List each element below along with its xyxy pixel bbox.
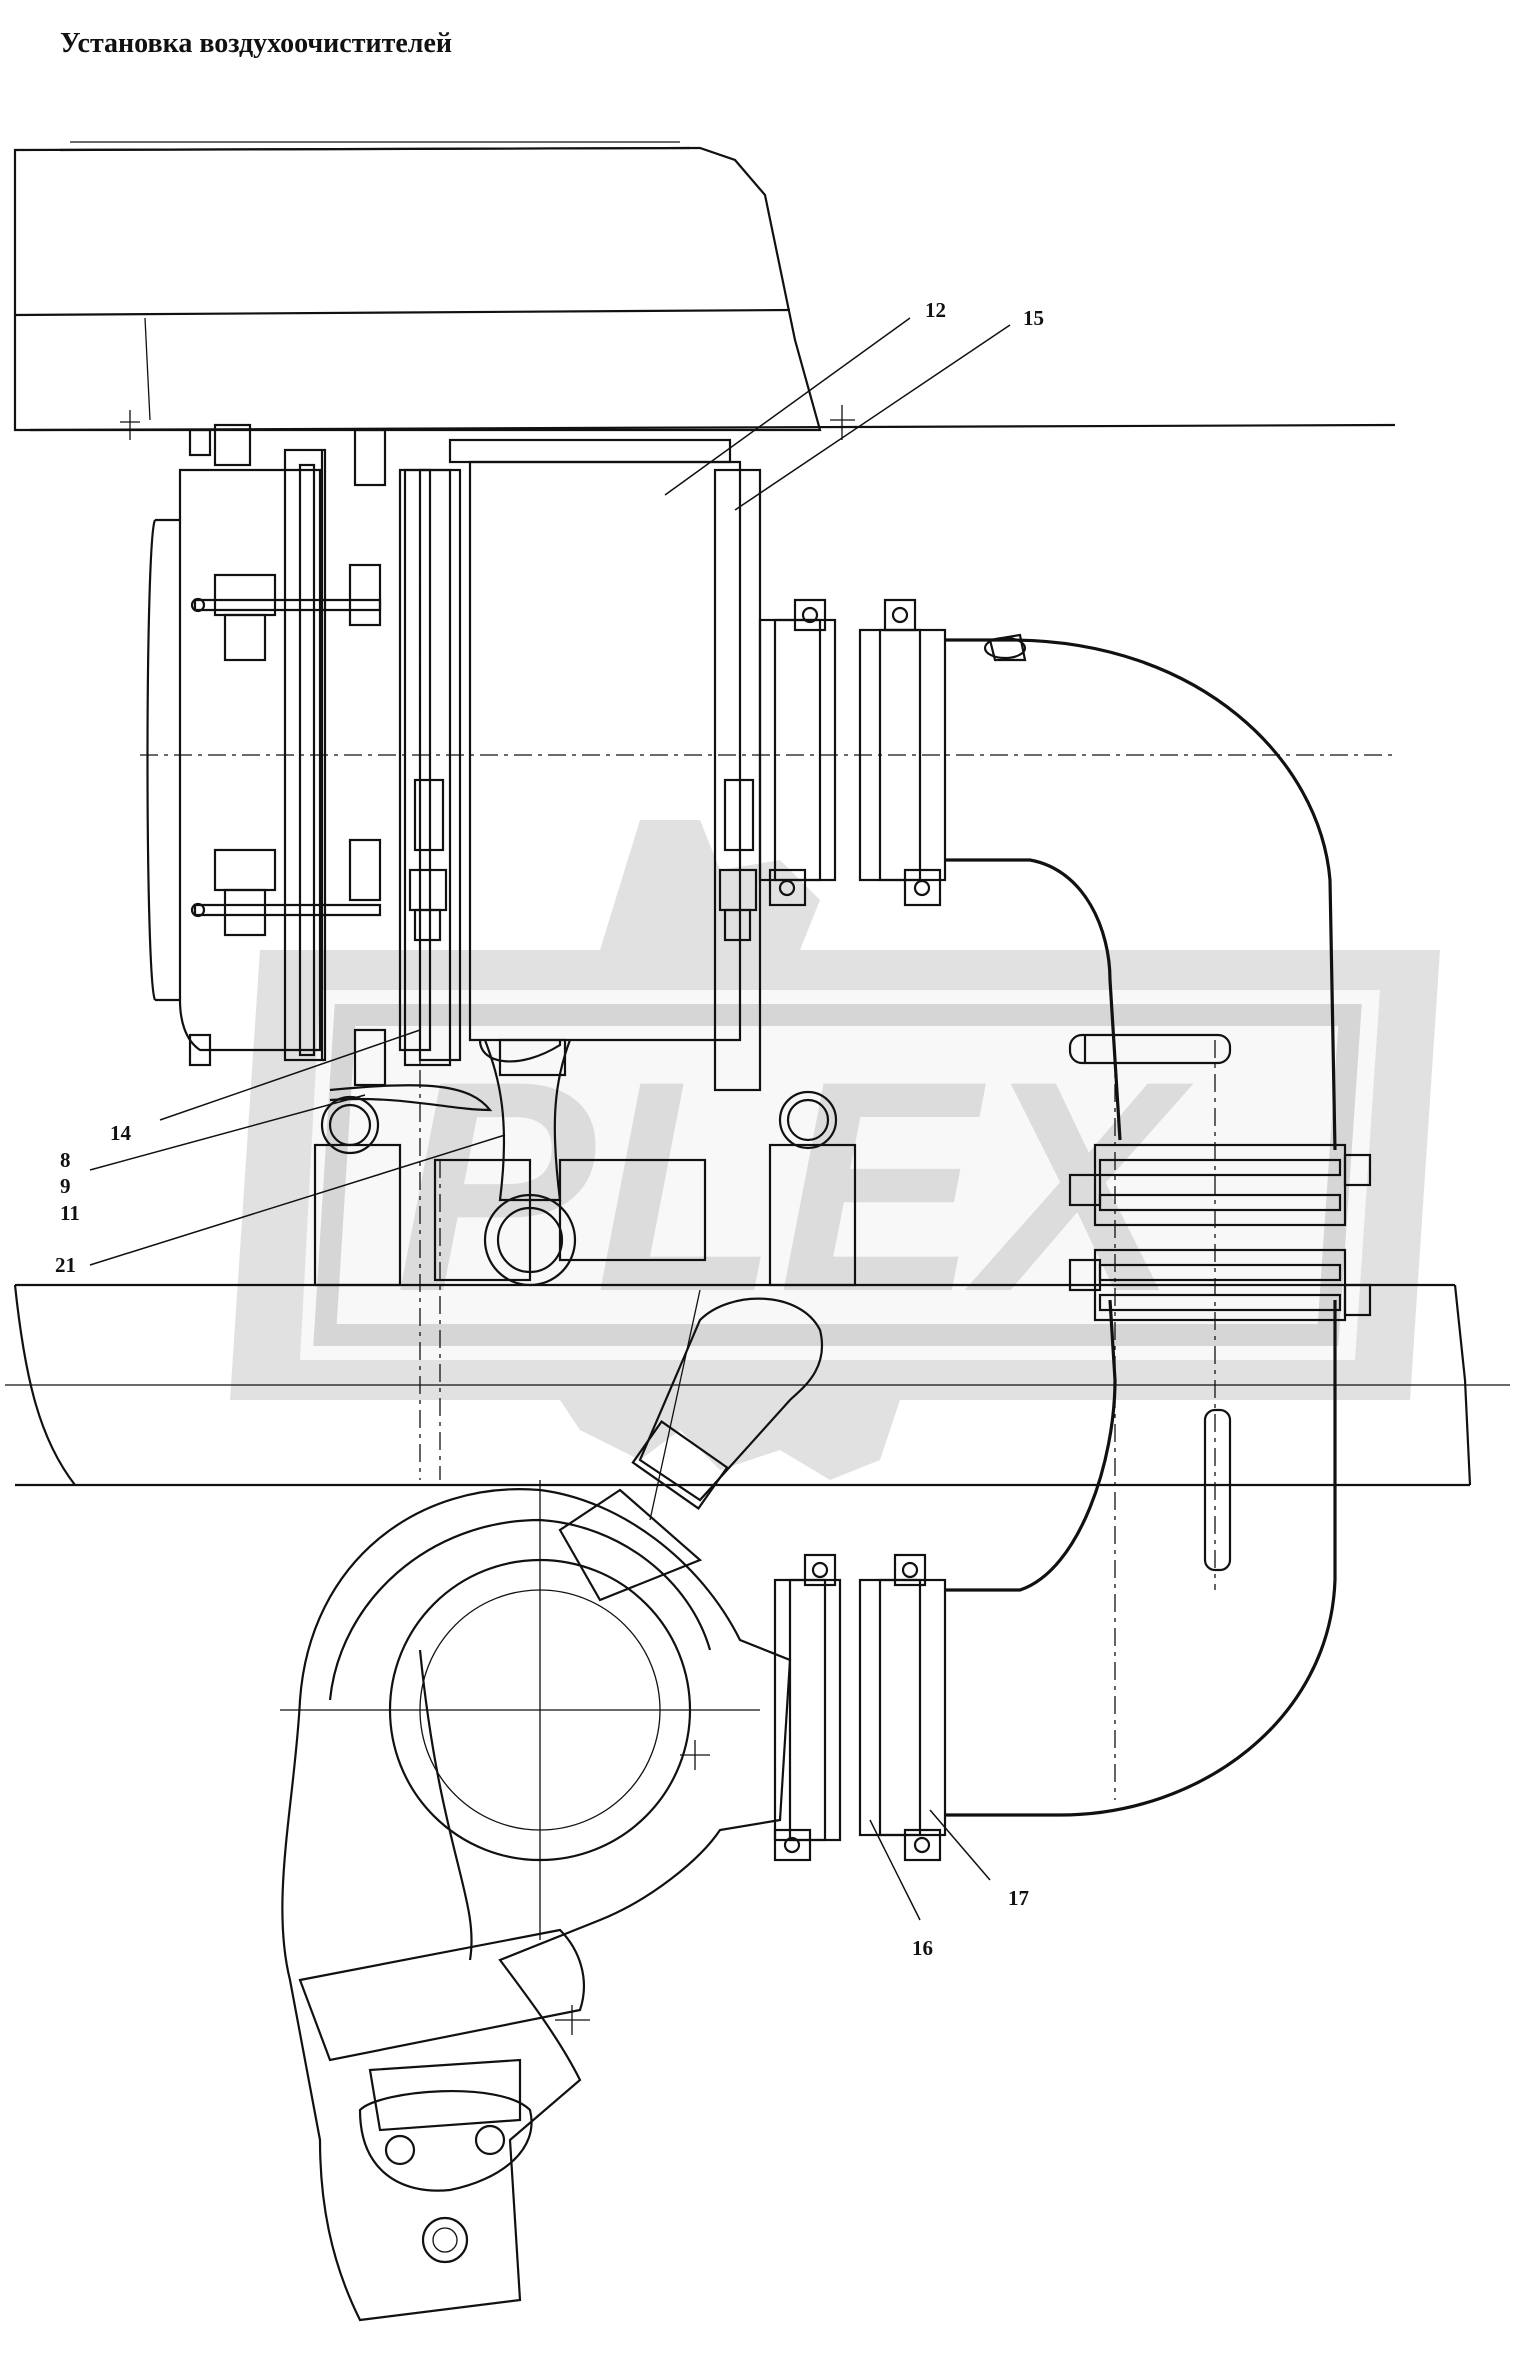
leader-8-9-11 [89, 1094, 366, 1171]
page-title: Установка воздухоочистителей [60, 28, 453, 59]
leader-14 [159, 1029, 421, 1121]
upper-sleeve [758, 598, 947, 907]
cab-hood [13, 141, 1396, 440]
leader-17 [929, 1809, 991, 1881]
wheel-bracket [280, 1480, 792, 2322]
watermark-text: PLEX [395, 1018, 1194, 1354]
callout-16: 16 [912, 1936, 933, 1960]
watermark-logo: PLEX [230, 820, 1440, 1480]
leader-16 [869, 1819, 921, 1921]
centerlines [140, 560, 1395, 1800]
callout-8: 8 [60, 1148, 71, 1172]
leader-15 [734, 324, 1011, 511]
leader-21 [89, 1134, 506, 1266]
callout-15: 15 [1023, 306, 1044, 330]
intake-pipe [945, 633, 1337, 1817]
support-brackets [313, 1038, 857, 1287]
leader-12 [664, 317, 911, 496]
callout-14: 14 [110, 1121, 132, 1145]
callout-11: 11 [60, 1201, 80, 1225]
callout-labels: 12 15 14 8 9 11 21 16 17 [55, 298, 1044, 1960]
leader-lines [89, 317, 1011, 1921]
lower-sleeve [773, 1553, 947, 1862]
callout-12: 12 [925, 298, 946, 322]
callout-17: 17 [1008, 1886, 1029, 1910]
callout-9: 9 [60, 1174, 71, 1198]
diagonal-tube [558, 1289, 823, 1602]
callout-21: 21 [55, 1253, 76, 1277]
